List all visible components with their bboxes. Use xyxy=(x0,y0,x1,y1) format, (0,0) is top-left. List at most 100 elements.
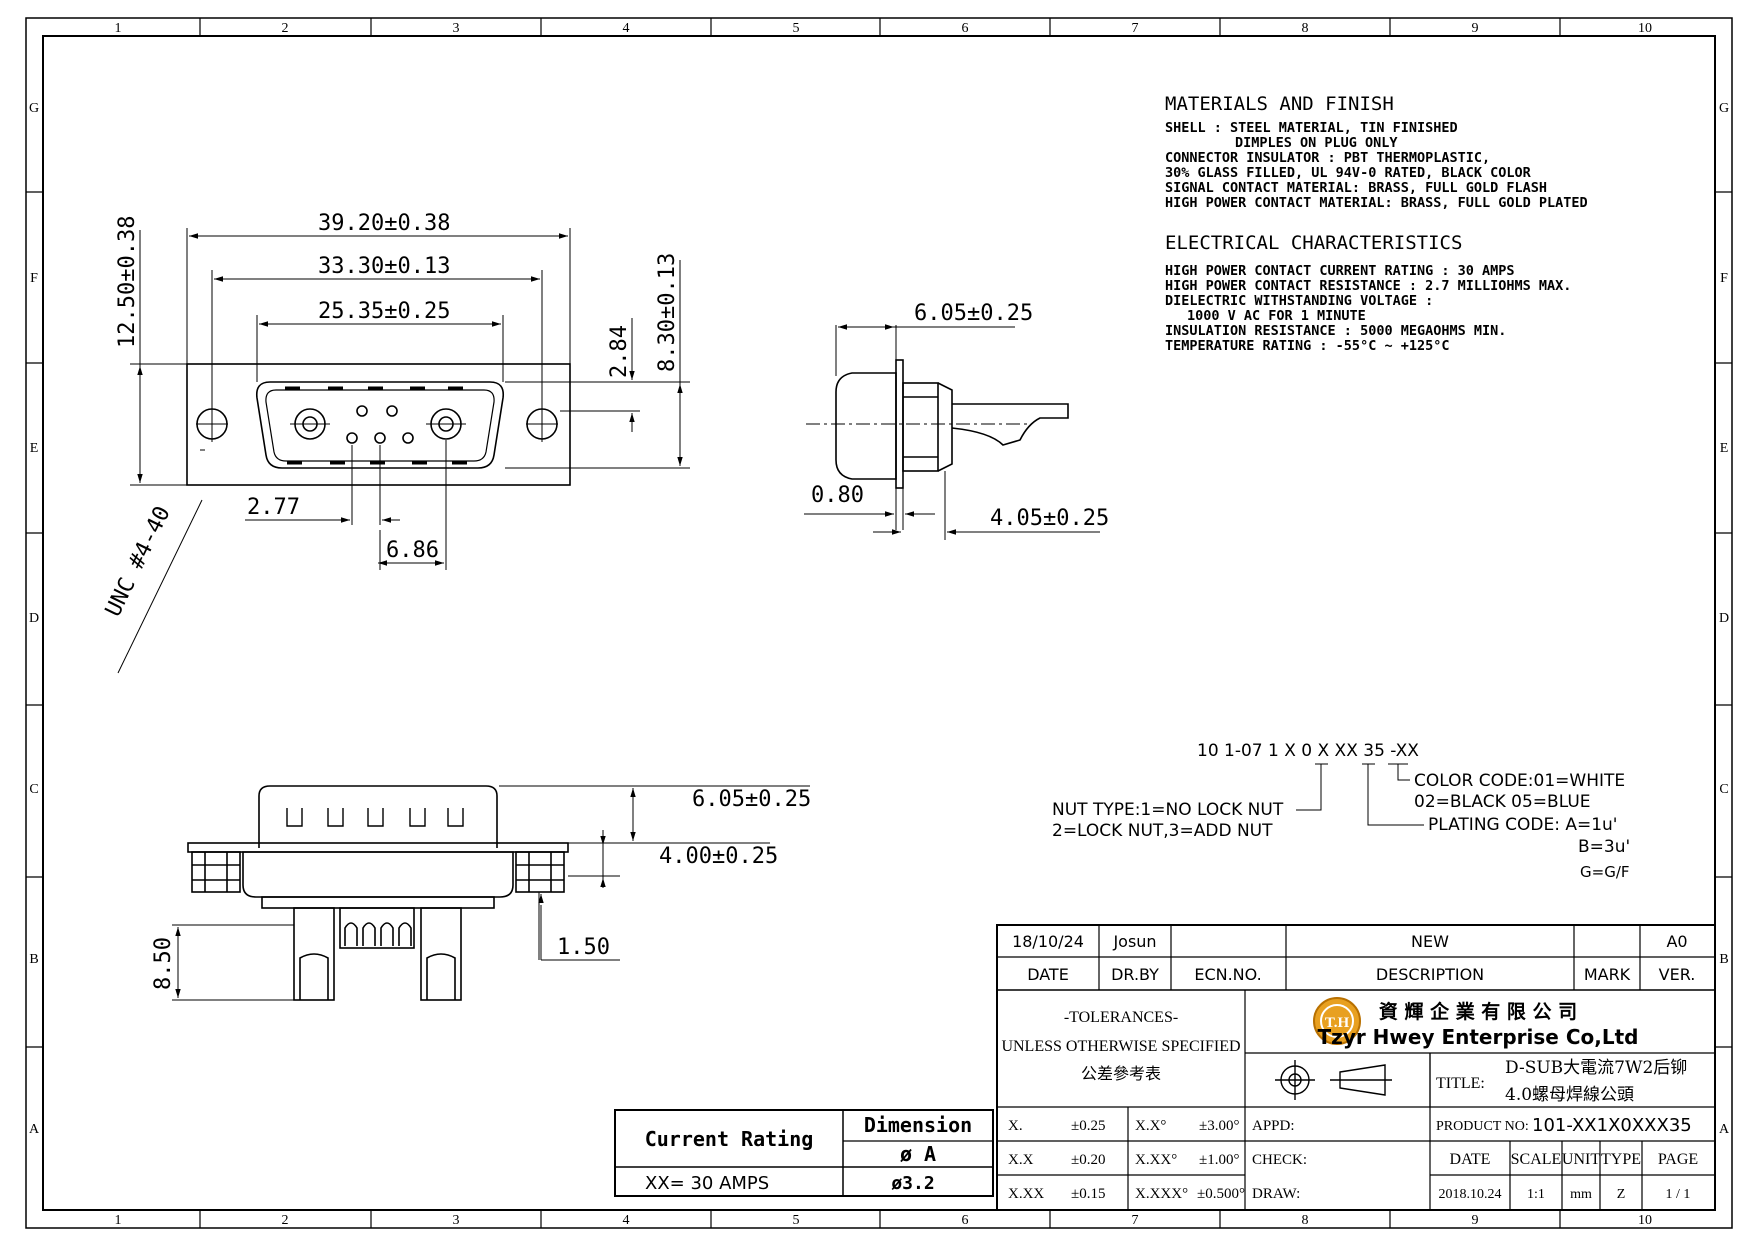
header-mark: MARK xyxy=(1584,965,1631,984)
col-label: 8 xyxy=(1302,21,1309,36)
col-label: 2 xyxy=(282,1213,289,1228)
electrical-line: HIGH POWER CONTACT CURRENT RATING : 30 A… xyxy=(1165,263,1515,279)
projection-symbol-icon xyxy=(1275,1060,1392,1100)
tolerance-subheading: UNLESS OTHERWISE SPECIFIED xyxy=(1001,1038,1240,1055)
col-label: 4 xyxy=(623,1213,630,1228)
side-shell xyxy=(835,372,897,480)
info-header-unit: UNIT xyxy=(1562,1151,1600,1168)
nut-type-line-2: 2=LOCK NUT,3=ADD NUT xyxy=(1052,821,1273,841)
col-label: 10 xyxy=(1638,1213,1652,1228)
tolerance-heading: -TOLERANCES- xyxy=(1064,1009,1178,1026)
revision-description: NEW xyxy=(1411,932,1449,951)
side-nut-bevel xyxy=(937,382,953,472)
materials-line: DIMPLES ON PLUG ONLY xyxy=(1235,135,1398,151)
materials-line: CONNECTOR INSULATOR : PBT THERMOPLASTIC, xyxy=(1165,150,1490,166)
col-label: 3 xyxy=(453,21,460,36)
header-ecn: ECN.NO. xyxy=(1194,965,1261,984)
logo-text: T.H xyxy=(1325,1015,1350,1031)
row-label: B xyxy=(1719,952,1728,967)
bottom-signal-tails xyxy=(339,907,415,949)
info-header-date: DATE xyxy=(1450,1151,1491,1168)
tolerance-note: -TOLERANCES- UNLESS OTHERWISE SPECIFIED … xyxy=(1001,1009,1240,1083)
front-flange xyxy=(186,363,571,486)
col-label: 5 xyxy=(793,21,800,36)
bottom-dim-labels: 6.05±0.25 4.00±0.25 1.50 8.50 xyxy=(151,787,811,990)
tol-key: X.XXX° xyxy=(1135,1186,1188,1202)
grid-ticks xyxy=(26,18,1732,1228)
col-label: 3 xyxy=(453,1213,460,1228)
rating-current-value: XX= 30 AMPS xyxy=(645,1173,769,1194)
dim-shell-width: 25.35±0.25 xyxy=(318,299,450,324)
plating-code-line-1: PLATING CODE: A=1u' xyxy=(1428,815,1617,835)
row-label: G xyxy=(29,101,39,116)
signal-pin xyxy=(356,405,368,417)
row-label: G xyxy=(1719,101,1729,116)
tolerance-table: X. ±0.25 X.X° ±3.00° X.X ±0.20 X.XX° ±1.… xyxy=(1008,1118,1529,1202)
col-label: 6 xyxy=(962,1213,969,1228)
header-date: DATE xyxy=(1027,965,1069,984)
bottom-power-tail-right xyxy=(420,907,462,1001)
col-label: 1 xyxy=(115,1213,122,1228)
tol-key: X.X° xyxy=(1135,1118,1166,1134)
tol-value: ±3.00° xyxy=(1199,1118,1239,1134)
signal-pin xyxy=(374,432,386,444)
header-description: DESCRIPTION xyxy=(1376,965,1484,984)
bottom-dimensions xyxy=(175,788,636,998)
tol-key: X.XX xyxy=(1008,1186,1044,1202)
electrical-line: TEMPERATURE RATING : -55°C ~ +125°C xyxy=(1165,338,1449,354)
bottom-nut-right xyxy=(515,851,565,893)
info-header-scale: SCALE xyxy=(1511,1151,1562,1168)
materials-notes: MATERIALS AND FINISH SHELL : STEEL MATER… xyxy=(1165,93,1588,354)
materials-line: HIGH POWER CONTACT MATERIAL: BRASS, FULL… xyxy=(1165,195,1588,211)
dim-bottom-flange: 1.50 xyxy=(557,935,610,960)
info-header-page: PAGE xyxy=(1658,1151,1698,1168)
side-dim-labels: 6.05±0.25 0.80 4.05±0.25 xyxy=(811,301,1109,531)
tolerance-cn: 公差參考表 xyxy=(1081,1065,1161,1083)
row-label: A xyxy=(29,1122,40,1137)
col-label: 2 xyxy=(282,21,289,36)
dim-side-nut: 4.05±0.25 xyxy=(990,506,1109,531)
title-label: TITLE: xyxy=(1436,1075,1485,1092)
electrical-title: ELECTRICAL CHARACTERISTICS xyxy=(1165,232,1462,254)
row-label: C xyxy=(29,782,38,797)
rating-header-current: Current Rating xyxy=(645,1127,814,1151)
front-shell-outer xyxy=(255,381,505,469)
electrical-line: INSULATION RESISTANCE : 5000 MEGAOHMS MI… xyxy=(1165,323,1506,339)
plating-code-line-3: G=G/F xyxy=(1580,863,1630,881)
dim-pin-offset: 2.77 xyxy=(247,495,300,520)
color-code-line-2: 02=BLACK 05=BLUE xyxy=(1414,792,1591,812)
inner-border xyxy=(42,35,1716,1211)
header-drawn-by: DR.BY xyxy=(1111,965,1159,984)
bottom-power-tail-left xyxy=(293,907,335,1001)
side-dimensions xyxy=(804,324,1100,535)
bottom-nut-left xyxy=(191,851,241,893)
side-nut xyxy=(902,382,939,472)
company-logo: T.H xyxy=(1313,997,1361,1045)
drawing-info: DATE SCALE UNIT TYPE PAGE 2018.10.24 1:1… xyxy=(1439,1151,1699,1202)
revision-date: 18/10/24 xyxy=(1012,932,1084,951)
info-date: 2018.10.24 xyxy=(1439,1187,1502,1202)
info-unit: mm xyxy=(1570,1187,1592,1202)
revision-version: A0 xyxy=(1666,932,1687,951)
col-label: 7 xyxy=(1132,1213,1139,1228)
materials-title: MATERIALS AND FINISH xyxy=(1165,93,1394,115)
col-label: 7 xyxy=(1132,21,1139,36)
tol-value: ±0.15 xyxy=(1071,1186,1105,1202)
nut-type-line-1: NUT TYPE:1=NO LOCK NUT xyxy=(1052,800,1284,820)
info-type: Z xyxy=(1617,1187,1626,1202)
revision-drawn-by: Josun xyxy=(1112,932,1156,951)
col-label: 10 xyxy=(1638,21,1652,36)
materials-line: SHELL : STEEL MATERIAL, TIN FINISHED xyxy=(1165,120,1458,136)
tol-key: X.X xyxy=(1008,1152,1034,1168)
dim-bottom-top: 6.05±0.25 xyxy=(692,787,811,812)
dim-side-flange: 0.80 xyxy=(811,483,864,508)
bottom-shell xyxy=(258,785,498,848)
tol-key: X. xyxy=(1008,1118,1023,1134)
tol-key: X.XX° xyxy=(1135,1152,1177,1168)
signal-pin xyxy=(386,405,398,417)
col-label: 9 xyxy=(1472,21,1479,36)
rating-header-dimension: Dimension xyxy=(864,1113,972,1137)
tol-value: ±0.500° xyxy=(1197,1186,1245,1202)
col-label: 1 xyxy=(115,21,122,36)
